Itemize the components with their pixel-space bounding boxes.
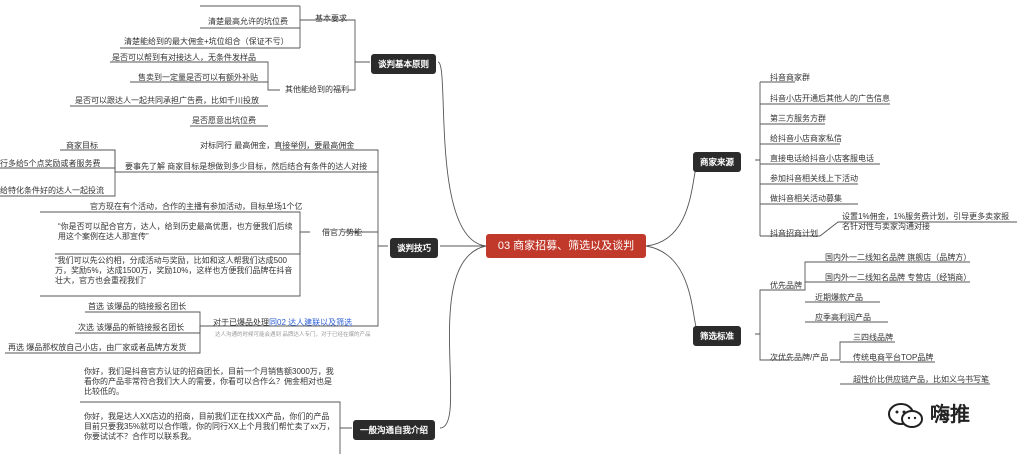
skill-item[interactable]: 要事先了解 商家目标是想做到多少目标，然后结合有条件的达人对接: [125, 162, 368, 171]
skill-item[interactable]: 再选 爆品那权放自己小店，由厂家或者品牌方发货: [8, 343, 187, 352]
skill-explosive-sub: 达人沟通的时候可能会遇到 品牌达人专门，对于已经在爆的产品: [215, 332, 371, 338]
skill-quote[interactable]: “我们可以先公约相，分成活动与奖励，比如和这人帮我们达成500万，奖励5%，达成…: [55, 256, 293, 285]
branch-self-introduction[interactable]: 一般沟通自我介绍: [353, 420, 436, 440]
principle-welfare-item[interactable]: 是否可以跟达人一起共同承担广告费，比如千川投放: [75, 96, 259, 105]
source-item[interactable]: 抖音商家群: [770, 73, 810, 82]
skill-official-label[interactable]: 借官方势能: [322, 228, 362, 237]
branch-filter-criteria[interactable]: 筛选标准: [693, 326, 742, 346]
connector-filter: [645, 245, 701, 335]
source-item[interactable]: 直接电话给抖音小店客服电话: [770, 154, 874, 163]
filter-item[interactable]: 国内外一二线知名品牌 专营店（经销商）: [825, 273, 972, 282]
filter-group-label[interactable]: 次优先品牌/产品: [770, 353, 829, 362]
filter-item[interactable]: 近期爆款产品: [815, 293, 863, 302]
explosive-link[interactable]: 同02 达人建联以及筛选: [269, 318, 353, 327]
filter-item[interactable]: 三四线品牌: [853, 333, 893, 342]
source-item[interactable]: 第三方服务方群: [770, 114, 826, 123]
skill-merchant-goal[interactable]: 商家目标: [66, 141, 98, 150]
wechat-icon: [888, 403, 923, 428]
skill-item[interactable]: 行多给5个点奖励或者服务费: [0, 159, 101, 168]
watermark-text: 嗨推: [930, 404, 970, 426]
intro-paragraph[interactable]: 你好，我是达人XX店边的招商，目前我们正在找XX产品，你们的产品目前只要我35%…: [84, 412, 335, 441]
filter-item[interactable]: 国内外一二线知名品牌 旗舰店（品牌方）: [825, 253, 972, 262]
explosive-label-text: 对于已爆品处理: [213, 318, 269, 327]
skill-item[interactable]: 给特化条件好的达人一起投流: [0, 186, 104, 195]
principle-basic-label[interactable]: 基本要求: [315, 14, 347, 23]
skill-item[interactable]: 对标同行 最高佣金，直接举例，要最高佣金: [200, 141, 355, 150]
connector-principle: [437, 61, 487, 247]
intro-paragraph[interactable]: 你好，我们是抖音官方认证的招商团长，目前一个月销售额3000万，我看你的产品非常…: [84, 367, 334, 396]
principle-welfare-label[interactable]: 其他能给到的福利: [285, 85, 349, 94]
source-item[interactable]: 抖音招商计划: [770, 229, 818, 238]
filter-group-label[interactable]: 优先品牌: [770, 281, 802, 290]
source-item[interactable]: 参加抖音相关线上下活动: [770, 174, 858, 183]
principle-basic-item[interactable]: 清楚最高允许的坑位费: [208, 17, 288, 26]
skill-item[interactable]: 次选 该爆品的新链接报名团长: [78, 323, 185, 332]
branch-negotiation-skills[interactable]: 谈判技巧: [390, 238, 439, 258]
filter-item[interactable]: 传统电商平台TOP品牌: [853, 353, 934, 362]
connector-intro: [439, 245, 487, 429]
filter-item[interactable]: 超性价比供应链产品，比如义乌书写笔: [853, 375, 989, 384]
source-item[interactable]: 做抖音相关活动募集: [770, 194, 842, 203]
filter-item[interactable]: 应季高利润产品: [815, 313, 871, 322]
source-item[interactable]: 抖音小店开通后其他人的广告信息: [770, 94, 890, 103]
source-plan-note[interactable]: 设置1%佣金，1%服务费计划，引导更多卖家报名针对性与卖家沟通对接: [842, 212, 1010, 231]
principle-welfare-item[interactable]: 是否愿意出坑位费: [192, 116, 256, 125]
skill-explosive-label[interactable]: 对于已爆品处理同02 达人建联以及筛选: [213, 318, 352, 328]
principle-welfare-item[interactable]: 售卖到一定量是否可以有额外补贴: [138, 73, 258, 82]
skill-item[interactable]: 首选 该爆品的链接报名团长: [88, 302, 187, 311]
branch-merchant-source[interactable]: 商家来源: [693, 152, 742, 172]
skill-quote[interactable]: “你是否可以配合官方，达人，给到历史最高优惠，也方便我们后续用这个案例在达人那宣…: [58, 222, 293, 241]
principle-welfare-item[interactable]: 是否可以帮到有对接达人，无条件发样品: [112, 53, 256, 62]
source-item[interactable]: 给抖音小店商家私信: [770, 134, 842, 143]
principle-basic-item[interactable]: 清楚能给到的最大佣金+坑位组合（保证不亏）: [124, 37, 289, 46]
connector-source: [645, 159, 701, 247]
central-topic[interactable]: 03 商家招募、筛选以及谈判: [486, 234, 646, 258]
branch-negotiation-principles[interactable]: 谈判基本原则: [371, 54, 437, 74]
skill-item[interactable]: 官方现在有个活动，合作的主播有参加活动，目标单场1个亿: [90, 202, 303, 211]
